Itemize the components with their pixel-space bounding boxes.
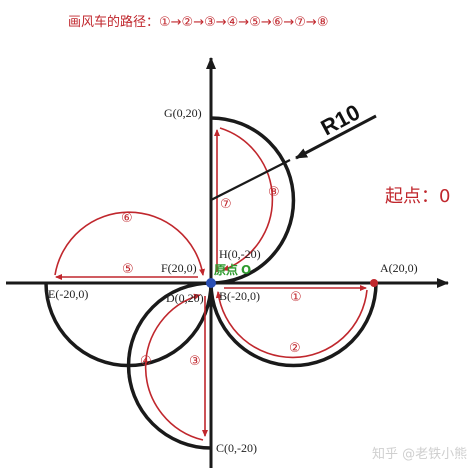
step-6-label: ⑥ bbox=[121, 211, 133, 226]
petal-top bbox=[210, 116, 296, 285]
origin-mark: O bbox=[241, 263, 251, 277]
step-7-label: ⑦ bbox=[220, 197, 232, 212]
step-5-label: ⑤ bbox=[122, 262, 134, 277]
radius-leader-arrow bbox=[295, 114, 377, 160]
point-b-label: B(-20,0) bbox=[219, 289, 260, 303]
path-step-4-arrow bbox=[144, 293, 204, 441]
point-c-label: C(0,-20) bbox=[216, 441, 257, 455]
petal-right bbox=[209, 282, 378, 368]
start-point-note: 起点：0 bbox=[385, 186, 450, 207]
step-2-label: ② bbox=[289, 341, 301, 356]
point-e-label: E(-20,0) bbox=[48, 287, 88, 301]
point-f-label: F(20,0) bbox=[161, 261, 197, 275]
path-step-2-arrow bbox=[215, 289, 368, 359]
step-3-label: ③ bbox=[189, 354, 201, 369]
point-d-label: D(0,20) bbox=[166, 291, 204, 305]
step-1-label: ① bbox=[290, 290, 302, 305]
radius-line bbox=[210, 159, 291, 201]
path-step-6-arrow bbox=[54, 211, 205, 276]
origin-dot bbox=[206, 278, 216, 288]
point-g-label: G(0,20) bbox=[164, 106, 202, 120]
watermark-text: 知乎 @老铁小熊 bbox=[372, 446, 467, 462]
step-4-label: ④ bbox=[140, 354, 152, 369]
point-h-label: H(0,-20) bbox=[219, 247, 261, 261]
step-8-label: ⑧ bbox=[268, 185, 280, 200]
path-title: 画风车的路径：①→②→③→④→⑤→⑥→⑦→⑧ bbox=[68, 14, 328, 30]
origin-label: 原点 bbox=[214, 262, 238, 277]
path-step-8-arrow bbox=[219, 127, 274, 271]
petal-bottom bbox=[126, 281, 212, 450]
start-point-dot bbox=[370, 279, 378, 287]
point-a-label: A(20,0) bbox=[380, 261, 418, 275]
